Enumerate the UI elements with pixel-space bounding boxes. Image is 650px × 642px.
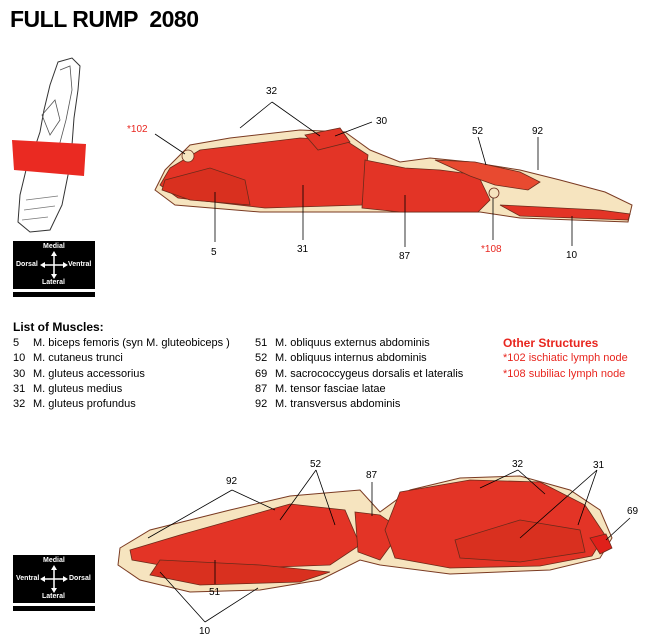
muscle-number: 92 [255, 398, 268, 411]
muscle-list-item: 87 M. tensor fasciae latae [255, 382, 463, 397]
muscle-name: M. tensor fasciae latae [275, 382, 386, 395]
muscle-list-item: 51 M. obliquus externus abdominis [255, 336, 463, 351]
label-52-bottom: 52 [310, 459, 322, 470]
muscle-list-item: 69 M. sacrococcygeus dorsalis et laterali… [255, 367, 463, 382]
muscle-list-heading: List of Muscles: [13, 320, 104, 334]
bottom-leader-lines [147, 469, 631, 623]
orientation-compass-top: Medial Dorsal Ventral Lateral [13, 241, 95, 289]
label-10: 10 [566, 250, 578, 261]
muscle-5-region [161, 167, 251, 206]
label-32-bottom: 32 [512, 459, 524, 470]
muscle-name: M. gluteus medius [33, 382, 123, 395]
lymph-node-102 [181, 149, 195, 163]
label-92: 92 [532, 126, 544, 137]
muscle-name: M. obliquus externus abdominis [275, 337, 430, 349]
muscle-number: 5 [13, 337, 20, 349]
muscle-name: M. obliquus internus abdominis [275, 352, 427, 365]
label-52: 52 [472, 126, 484, 137]
muscle-number: 30 [13, 367, 26, 380]
muscle-52-bottom-region [129, 503, 361, 569]
muscle-list-column-1: 5 M. biceps femoris (syn M. gluteobiceps … [13, 336, 230, 412]
muscle-list: List of Muscles: [13, 320, 104, 336]
lymph-node-108 [488, 187, 500, 199]
label-32: 32 [266, 86, 278, 97]
muscle-name: M. gluteus profundus [33, 398, 136, 411]
label-108: *108 [481, 244, 502, 255]
muscle-51-region [149, 559, 331, 586]
other-structure-item: *108 subiliac lymph node [503, 367, 626, 380]
muscle-list-item: 32 M. gluteus profundus [13, 397, 230, 412]
top-section-diagram [154, 127, 633, 223]
muscle-number: 31 [13, 382, 26, 395]
other-structures: Other Structures *102 ischiatic lymph no… [503, 336, 628, 382]
bottom-section-diagram [117, 475, 613, 593]
carcass-locator [12, 57, 86, 233]
label-92-bottom: 92 [226, 476, 238, 487]
label-87: 87 [399, 251, 411, 262]
label-69: 69 [627, 506, 639, 517]
muscle-list-item: 52 M. obliquus internus abdominis [255, 351, 463, 366]
muscle-list-column-2: 51 M. obliquus externus abdominis 52 M. obl… [255, 336, 463, 412]
page-title: FULL RUMP 2080 [10, 6, 199, 32]
muscle-number: 87 [255, 382, 268, 395]
label-31: 31 [297, 244, 309, 255]
muscle-87-region [361, 159, 491, 213]
muscle-name: M. sacrococcygeus dorsalis et lateralis [275, 367, 464, 380]
other-structures-heading: Other Structures [503, 336, 599, 350]
label-30: 30 [376, 116, 388, 127]
muscle-52-region [434, 159, 541, 191]
muscle-name: M. biceps femoris (syn M. gluteobiceps ) [33, 337, 230, 349]
top-leader-lines [154, 101, 573, 247]
muscle-number: 32 [13, 398, 26, 411]
label-5: 5 [211, 247, 217, 258]
muscle-list-item: 92 M. transversus abdominis [255, 397, 463, 412]
compass-arrows-icon [40, 565, 68, 593]
label-51: 51 [209, 587, 221, 598]
muscle-name: M. transversus abdominis [275, 398, 401, 411]
muscle-list-item: 10 M. cutaneus trunci [13, 351, 230, 366]
muscle-10-region [499, 204, 631, 221]
orientation-compass-bottom: Medial Ventral Dorsal Lateral [13, 555, 95, 603]
muscle-name: M. cutaneus trunci [33, 352, 123, 365]
muscle-number: 51 [255, 337, 268, 349]
muscle-number: 10 [13, 352, 26, 365]
muscle-name: M. gluteus accessorius [33, 367, 145, 380]
other-structure-item: *102 ischiatic lymph node [503, 352, 628, 365]
label-31-bottom: 31 [593, 460, 605, 471]
label-102: *102 [127, 124, 148, 135]
rump-cut-highlight [12, 140, 86, 176]
muscle-list-item: 31 M. gluteus medius [13, 382, 230, 397]
muscle-list-item: 30 M. gluteus accessorius [13, 367, 230, 382]
compass-arrows-icon [40, 251, 68, 279]
muscle-number: 52 [255, 352, 268, 365]
label-87-bottom: 87 [366, 470, 378, 481]
muscle-list-item: 5 M. biceps femoris (syn M. gluteobiceps … [13, 336, 230, 351]
muscle-number: 69 [255, 367, 268, 380]
label-10-bottom: 10 [199, 626, 211, 637]
